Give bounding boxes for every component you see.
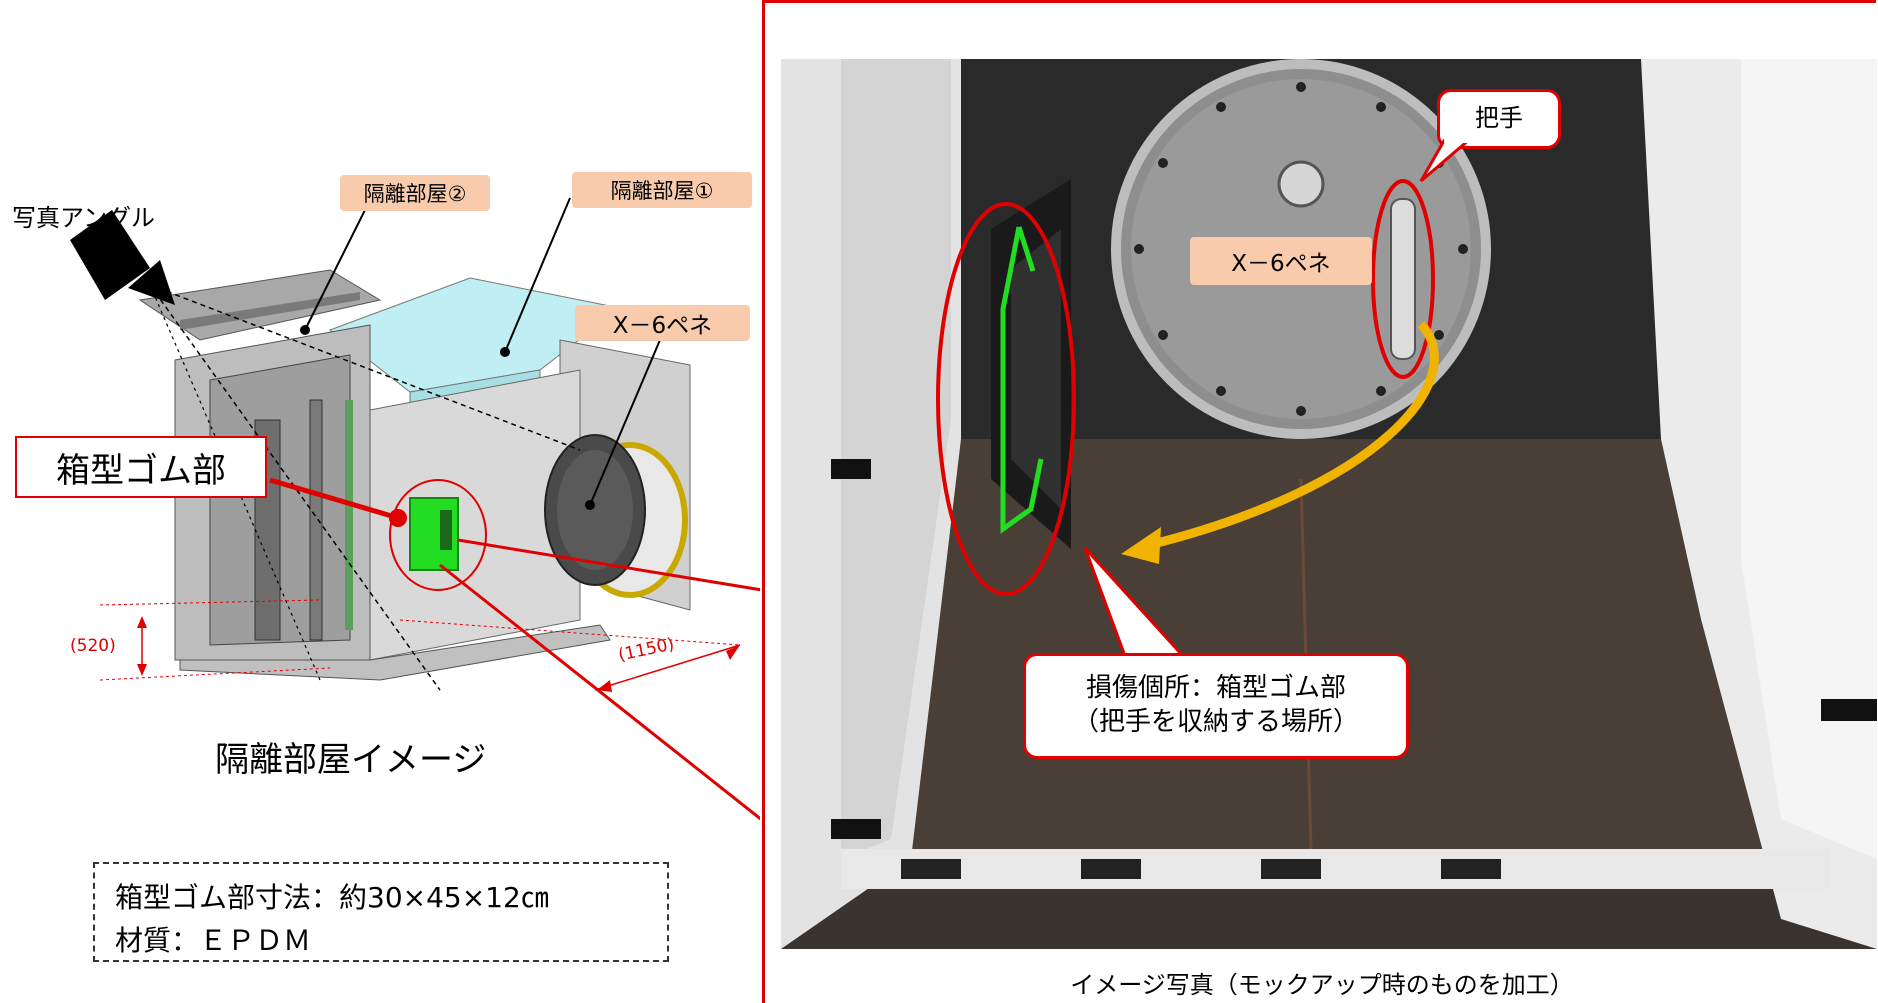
photo-x6-label: X－6ペネ xyxy=(1190,237,1372,285)
handle-highlight-ellipse xyxy=(1371,179,1435,379)
x6-penetration-label: X－6ペネ xyxy=(575,305,750,341)
damage-callout-tail xyxy=(1083,548,1185,658)
damage-callout: 損傷個所：箱型ゴム部 （把手を収納する場所） xyxy=(1023,653,1409,759)
rubber-green-outline xyxy=(1000,226,1044,534)
diagram-caption: 隔離部屋イメージ xyxy=(215,740,487,780)
relocation-arrow xyxy=(1139,320,1439,552)
isolation-room-drawing xyxy=(70,197,760,821)
dimension-height: (520) xyxy=(70,636,116,656)
handle-callout-tail xyxy=(1419,139,1473,183)
room2-label: 隔離部屋② xyxy=(340,175,490,211)
rubber-highlight-circle xyxy=(389,479,487,591)
damage-line1: 損傷個所：箱型ゴム部 xyxy=(1085,673,1346,704)
photo-floor xyxy=(841,439,1821,849)
spec-material: 材質：ＥＰＤＭ xyxy=(115,924,312,957)
spec-box: 箱型ゴム部寸法：約30×45×12㎝ 材質：ＥＰＤＭ xyxy=(93,862,669,962)
room1-label: 隔離部屋① xyxy=(572,172,752,208)
handle-label: 把手 xyxy=(1475,104,1523,133)
spec-size: 箱型ゴム部寸法：約30×45×12㎝ xyxy=(115,881,549,914)
mockup-photo xyxy=(781,59,1877,949)
box-rubber-label: 箱型ゴム部 xyxy=(15,436,267,498)
camera-icon xyxy=(70,210,175,305)
photo-panel: 把手 X－6ペネ 損傷個所：箱型ゴム部 （把手を収納する場所） イメージ写真（モ… xyxy=(762,0,1877,1003)
rubber-highlight-ellipse xyxy=(936,202,1076,596)
isolation-room-diagram: 写真アングル 隔離部屋② 隔離部屋① X－6ペネ 箱型ゴム部 (520) (11… xyxy=(0,0,760,1003)
damage-line2: （把手を収納する場所） xyxy=(1072,707,1359,737)
photo-caption: イメージ写真（モックアップ時のものを加工） xyxy=(1070,971,1574,999)
camera-angle-label: 写真アングル xyxy=(12,204,156,232)
